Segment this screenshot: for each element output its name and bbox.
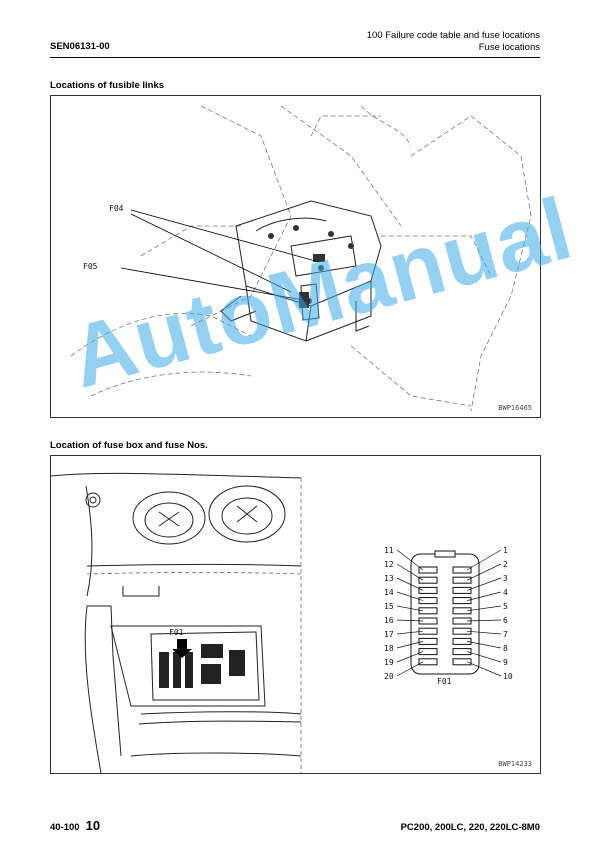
figure1-caption: BWP16465 <box>498 404 532 412</box>
fuse-number: 9 <box>503 658 508 667</box>
fuse-box-figure: F01 F01 11 12 13 14 15 16 17 18 19 20 1 … <box>50 455 541 774</box>
leader-line <box>466 605 502 612</box>
fuse-number: 4 <box>503 588 508 597</box>
fusible-links-figure: F04 F05 BWP16465 <box>50 95 541 418</box>
leader-line <box>466 619 502 622</box>
fuse-slot <box>418 586 438 594</box>
page-footer-number: 40-100 10 <box>50 818 100 833</box>
fuse-slot <box>452 586 472 594</box>
fuse-number: 14 <box>384 588 394 597</box>
fuse-number: 11 <box>384 546 394 555</box>
leader-line <box>466 577 502 591</box>
fuse-slot <box>418 576 438 584</box>
fuse-slot <box>452 566 472 574</box>
section2-title: Location of fuse box and fuse Nos. <box>50 440 208 451</box>
leader-line <box>396 619 424 622</box>
fuse-number: 5 <box>503 602 508 611</box>
fuse-slot <box>418 648 438 656</box>
fuse-number: 2 <box>503 560 508 569</box>
fuse-slot <box>452 637 472 645</box>
leader-line <box>466 563 502 581</box>
fuse-slot <box>452 576 472 584</box>
page-prefix: 40-100 <box>50 822 80 833</box>
fuse-number: 3 <box>503 574 508 583</box>
label-f01-left: F01 <box>169 628 184 637</box>
fuse-number: 1 <box>503 546 508 555</box>
leader-line <box>396 591 424 601</box>
section1-title: Locations of fusible links <box>50 80 165 91</box>
fuse-slot <box>452 607 472 615</box>
fuse-slot <box>418 566 438 574</box>
fusible-links-drawing <box>70 105 532 412</box>
fuse-number: 7 <box>503 630 508 639</box>
fuse-slot <box>418 658 438 666</box>
fuse-slot <box>452 648 472 656</box>
leader-line <box>396 641 424 649</box>
fuse-number: 16 <box>384 616 394 625</box>
header-section-title: 100 Failure code table and fuse location… <box>366 30 540 41</box>
leader-line <box>396 605 424 612</box>
fuse-number: 10 <box>503 672 513 681</box>
leader-line <box>466 661 502 677</box>
fuse-number: 12 <box>384 560 394 569</box>
leader-line <box>396 661 424 677</box>
leader-line <box>396 563 424 581</box>
leader-line <box>466 651 502 663</box>
footer-models: PC200, 200LC, 220, 220LC-8M0 <box>400 822 540 833</box>
leader-line <box>466 549 502 571</box>
fuse-slot <box>418 637 438 645</box>
page-number: 10 <box>85 818 101 833</box>
fuse-slot <box>452 658 472 666</box>
label-f04: F04 <box>109 204 124 213</box>
fuse-number: 18 <box>384 644 394 653</box>
leader-line <box>466 591 502 601</box>
fuse-number: 6 <box>503 616 508 625</box>
fuse-number: 17 <box>384 630 394 639</box>
leader-line <box>396 549 424 571</box>
fuse-number: 20 <box>384 672 394 681</box>
fuse-number: 8 <box>503 644 508 653</box>
leader-line <box>396 577 424 591</box>
fuse-slot <box>418 627 438 635</box>
fuse-slot <box>418 597 438 605</box>
arrow-icon <box>172 639 192 658</box>
fuse-box-drawing <box>51 472 502 773</box>
doc-code: SEN06131-00 <box>50 41 110 52</box>
leader-line <box>466 641 502 649</box>
label-f05: F05 <box>83 262 98 271</box>
fuse-number: 15 <box>384 602 394 611</box>
header-subsection: Fuse locations <box>478 42 540 53</box>
leader-line <box>396 630 424 635</box>
fuse-slot <box>418 607 438 615</box>
leader-line <box>396 651 424 663</box>
fuse-number: 19 <box>384 658 394 667</box>
fuse-number: 13 <box>384 574 394 583</box>
leader-line <box>466 630 502 635</box>
figure2-caption: BWP14233 <box>498 760 532 768</box>
header-rule <box>50 57 540 58</box>
fuse-box-label: F01 <box>437 677 452 686</box>
fuse-slot <box>452 597 472 605</box>
